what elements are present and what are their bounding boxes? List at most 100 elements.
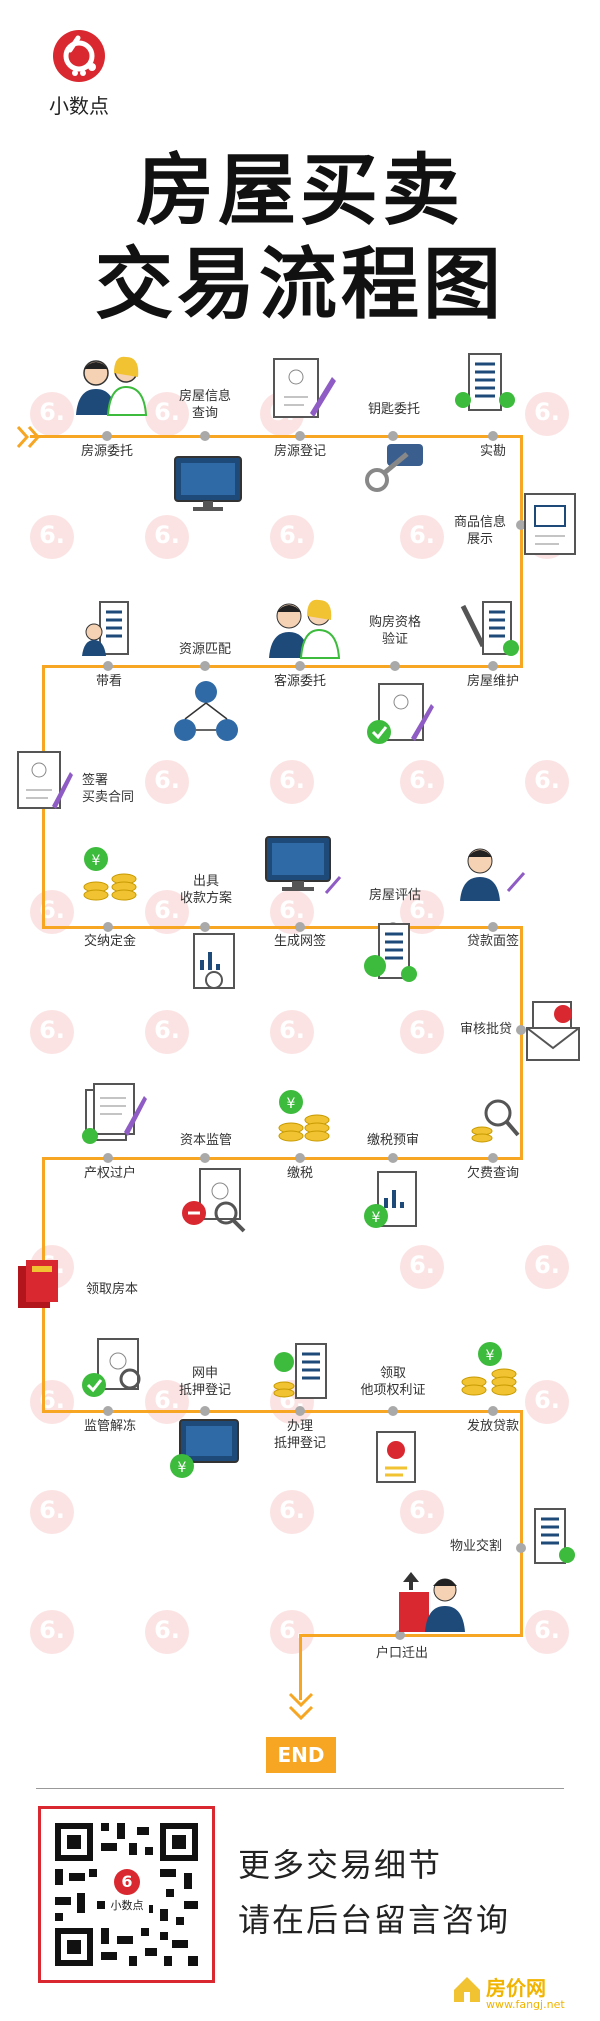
contract-pen-icon xyxy=(273,358,336,418)
watermark-logo xyxy=(270,760,314,804)
flow-node xyxy=(516,520,526,530)
watermark-logo xyxy=(145,1380,189,1424)
step-label-listing-display: 商品信息 展示 xyxy=(453,515,506,547)
step-label-sign-contract: 签署 买卖合同 xyxy=(82,773,135,805)
watermark-logo xyxy=(525,1245,569,1289)
flow-node xyxy=(103,661,113,671)
step-label-other-rights-cert: 领取 他项权利证 xyxy=(360,1366,426,1398)
watermark-logo xyxy=(30,1010,74,1054)
step-label-receive-deed: 领取房本 xyxy=(86,1282,139,1297)
footer-line2: 请在后台留言咨询 xyxy=(238,1901,511,1939)
watermark-logo xyxy=(145,1010,189,1054)
watermark-logo xyxy=(30,1490,74,1534)
flow-node xyxy=(103,1406,113,1416)
maintenance-icon xyxy=(460,601,519,656)
step-label-loan-interview: 贷款面签 xyxy=(466,934,519,949)
interview-icon xyxy=(460,848,526,901)
title-transfer-docs-icon xyxy=(82,1083,147,1144)
step-label-escrow: 资本监管 xyxy=(179,1133,232,1148)
appraisal-building-icon xyxy=(364,923,417,982)
watermark-logo xyxy=(400,1010,444,1054)
logo-icon xyxy=(63,35,96,76)
step-label-loan-approval: 审核批贷 xyxy=(459,1022,512,1037)
watermark-logo xyxy=(30,1380,74,1424)
key-icon xyxy=(365,444,423,492)
page-title-line1: 房屋买卖 xyxy=(135,146,464,236)
watermark-logo xyxy=(30,1610,74,1654)
watermark-logo xyxy=(525,1610,569,1654)
online-sign-monitor-icon xyxy=(265,836,342,894)
watermark-logo xyxy=(525,392,569,436)
footer-divider xyxy=(36,1788,564,1789)
mortgage-monitor-icon: ¥ xyxy=(170,1419,239,1478)
money-icon: ¥ xyxy=(83,847,137,901)
step-label-match: 资源匹配 xyxy=(178,642,231,657)
flow-node xyxy=(200,1153,210,1163)
start-arrow-icon xyxy=(16,425,41,449)
viewing-icon xyxy=(82,601,129,656)
step-label-appraisal: 房屋评估 xyxy=(368,888,421,903)
flow-node xyxy=(200,922,210,932)
watermark-logo xyxy=(270,1010,314,1054)
flow-node xyxy=(200,1406,210,1416)
step-label-unfreeze: 监管解冻 xyxy=(83,1419,136,1434)
qr-pattern-icon xyxy=(55,1823,198,1966)
qr-code[interactable]: 6 小数点 xyxy=(38,1806,215,1983)
arrears-query-icon xyxy=(471,1099,520,1143)
svg-text:¥: ¥ xyxy=(178,1460,187,1476)
flow-node xyxy=(516,1543,526,1553)
flow-node xyxy=(395,1630,405,1640)
step-label-mortgage-register: 办理 抵押登记 xyxy=(273,1419,326,1451)
house-logo-icon xyxy=(454,1977,480,2002)
escrow-icon xyxy=(182,1168,246,1233)
watermark-logo xyxy=(270,515,314,559)
flow-node xyxy=(488,661,498,671)
property-deed-icon xyxy=(18,1260,58,1308)
flow-node xyxy=(295,1153,305,1163)
flow-node xyxy=(295,1406,305,1416)
step-label-site-survey: 实勘 xyxy=(479,444,506,459)
flow-node xyxy=(295,431,305,441)
watermark-logo xyxy=(145,1610,189,1654)
brand-logo: 小数点 xyxy=(44,30,114,140)
step-label-hukou-move: 户口迁出 xyxy=(375,1646,428,1661)
flow-node xyxy=(200,431,210,441)
watermark-logo xyxy=(270,1610,314,1654)
step-label-buyer-entrust: 客源委托 xyxy=(273,674,326,689)
svg-text:¥: ¥ xyxy=(486,1348,495,1364)
network-icon xyxy=(174,681,238,741)
watermark-logo xyxy=(30,392,74,436)
step-label-key-entrust: 钥匙委托 xyxy=(367,402,420,417)
flow-node xyxy=(295,922,305,932)
page-title-line2: 交易流程图 xyxy=(94,240,505,330)
hukou-icon xyxy=(399,1572,465,1632)
logo-text: 小数点 xyxy=(49,94,109,118)
step-label-property-handover: 物业交割 xyxy=(449,1539,502,1554)
handover-building-icon xyxy=(534,1508,575,1564)
loan-release-icon: ¥ xyxy=(461,1342,517,1396)
flow-node xyxy=(102,431,112,441)
watermark-logo xyxy=(145,515,189,559)
building-icon xyxy=(455,353,515,411)
unfreeze-icon xyxy=(82,1338,141,1397)
sign-contract-icon xyxy=(17,751,73,809)
site-watermark: 房价网 www.fangj.net xyxy=(452,1968,592,2014)
flow-node xyxy=(488,1406,498,1416)
step-label-payment-plan: 出具 收款方案 xyxy=(179,874,232,906)
svg-text:¥: ¥ xyxy=(92,853,101,869)
end-label: END xyxy=(277,1743,325,1767)
agents-icon xyxy=(76,356,148,416)
flow-node xyxy=(516,1025,526,1035)
watermark-logo xyxy=(30,515,74,559)
step-label-eligibility: 购房资格 验证 xyxy=(368,615,421,647)
step-label-tax: 缴税 xyxy=(286,1166,313,1181)
tax-coins-icon: ¥ xyxy=(278,1090,330,1142)
mortgage-register-icon xyxy=(273,1343,327,1399)
watermark-logo xyxy=(525,760,569,804)
watermark-logo xyxy=(270,1490,314,1534)
flow-node xyxy=(390,661,400,671)
flow-node xyxy=(295,661,305,671)
step-label-property-query: 房屋信息 查询 xyxy=(178,389,231,421)
tax-precheck-icon: ¥ xyxy=(364,1171,417,1228)
step-label-listing-register: 房源登记 xyxy=(273,444,326,459)
